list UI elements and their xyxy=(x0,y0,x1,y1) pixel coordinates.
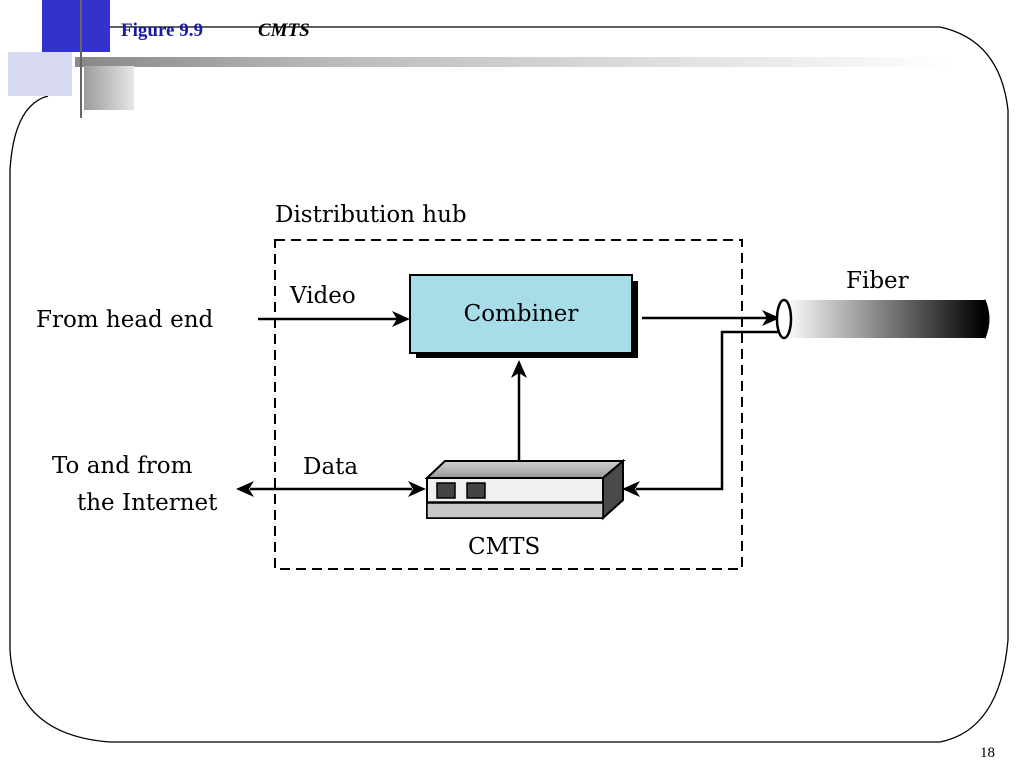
cmts-label: CMTS xyxy=(468,534,541,560)
figure-number: Figure 9.9 xyxy=(121,20,203,41)
header-deco-vertical-line xyxy=(80,0,82,118)
fiber-to-cmts-line xyxy=(636,330,780,491)
figure-title: CMTS xyxy=(258,20,310,41)
cmts-device xyxy=(424,458,626,521)
hub-label: Distribution hub xyxy=(275,202,467,228)
internet-label-line2: the Internet xyxy=(77,490,218,516)
combiner-label: Combiner xyxy=(463,301,579,327)
fiber-label: Fiber xyxy=(846,268,909,294)
combiner-to-fiber-arrowhead xyxy=(762,310,780,326)
distribution-hub-box xyxy=(274,239,743,570)
header-deco-gray-block xyxy=(84,66,134,110)
fiber-to-cmts-arrowhead xyxy=(622,481,640,497)
data-arrowhead-right xyxy=(408,481,426,497)
cmts-port-1 xyxy=(436,482,456,499)
video-arrowhead xyxy=(392,311,410,327)
data-arrowhead-left xyxy=(236,481,254,497)
header-deco-light-square xyxy=(8,52,72,96)
video-label: Video xyxy=(290,283,356,309)
header-deco-blue-square xyxy=(42,0,110,52)
fiber-cable-end xyxy=(982,299,990,339)
data-label: Data xyxy=(303,454,359,480)
fiber-cable-body xyxy=(784,300,984,338)
cmts-to-combiner-arrowhead xyxy=(511,360,527,378)
internet-label-line1: To and from xyxy=(52,453,193,479)
source-label: From head end xyxy=(36,307,214,333)
header-deco-gradient-bar xyxy=(75,57,955,67)
cmts-port-2 xyxy=(466,482,486,499)
page-number: 18 xyxy=(980,745,995,761)
combiner-box xyxy=(409,274,633,354)
fiber-cable-mouth xyxy=(775,298,793,340)
